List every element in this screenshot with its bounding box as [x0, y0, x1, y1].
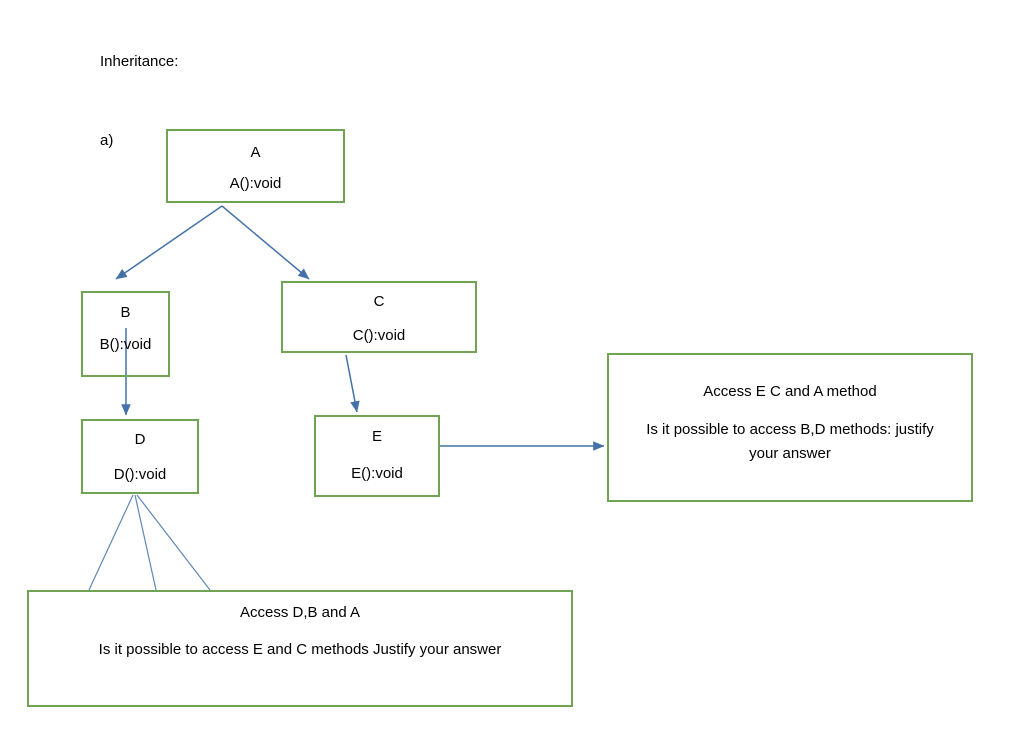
class-e-name: E [371, 428, 382, 445]
item-label-a: a) [100, 132, 114, 149]
class-c-operation: C():void [352, 327, 406, 344]
page-title: Inheritance: [100, 53, 179, 70]
edge-a-to-b [115, 205, 223, 280]
note-box-right[interactable]: Access E C and A method Is it possible t… [607, 353, 973, 502]
class-d-operation: D():void [113, 466, 167, 483]
edge-d-to-note-bottom-3 [136, 494, 211, 591]
note-bottom-line-1: Access D,B and A [239, 604, 361, 621]
note-right-line-2: Is it possible to access B,D methods: ju… [646, 421, 934, 438]
class-c-name: C [373, 293, 385, 310]
edge-a-to-c [221, 205, 310, 280]
class-box-a[interactable]: A A():void [166, 129, 345, 203]
class-box-b[interactable]: B B():void [81, 291, 170, 377]
class-e-operation: E():void [351, 465, 403, 482]
edge-c-to-e [345, 354, 360, 413]
note-right-line-3: your answer [749, 445, 831, 462]
class-a-operation: A():void [229, 175, 282, 192]
class-a-name: A [250, 144, 261, 161]
edge-d-to-note-bottom-2 [134, 494, 157, 591]
note-right-line-1: Access E C and A method [703, 383, 877, 400]
class-b-name: B [120, 304, 131, 321]
class-box-e[interactable]: E E():void [314, 415, 440, 497]
class-box-c[interactable]: C C():void [281, 281, 477, 353]
class-b-operation: B():void [99, 336, 152, 353]
class-box-d[interactable]: D D():void [81, 419, 199, 494]
class-d-name: D [134, 431, 146, 448]
note-bottom-line-2: Is it possible to access E and C methods… [98, 641, 502, 658]
edge-d-to-note-bottom-1 [88, 494, 134, 591]
note-box-bottom[interactable]: Access D,B and A Is it possible to acces… [27, 590, 573, 707]
